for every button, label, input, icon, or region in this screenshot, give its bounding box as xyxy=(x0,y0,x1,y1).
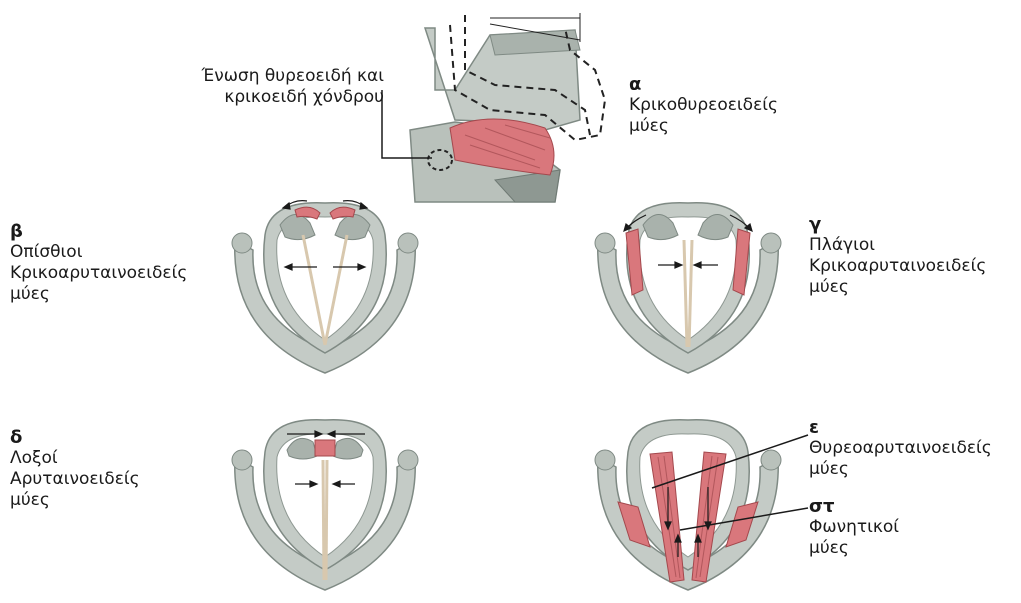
panel-beta-line-2: Κρικοαρυταινοειδείς xyxy=(10,263,187,284)
panel-alpha-line-1: Κρικοθυρεοειδείς xyxy=(629,95,778,116)
panel-gamma-line-2: Κρικοαρυταινοειδείς xyxy=(809,256,986,277)
panel-beta-line-3: μύες xyxy=(10,284,187,305)
panel-delta-line-1: Λοξοί xyxy=(10,448,140,469)
panel-st-line-2: μύες xyxy=(809,538,899,559)
panel-st-line-1: Φωνητικοί xyxy=(809,517,899,538)
figure-beta-top-view xyxy=(225,195,430,380)
panel-st-label: στ Φωνητικοί μύες xyxy=(809,497,899,559)
figure-gamma-top-view xyxy=(588,195,793,380)
panel-alpha-letter: α xyxy=(629,75,778,95)
oblique-arytenoid-muscle xyxy=(315,440,335,456)
panel-delta-label: δ Λοξοί Αρυταινοειδείς μύες xyxy=(10,428,140,511)
panel-epsilon-label: ε Θυρεοαρυταινοειδείς μύες xyxy=(809,418,992,480)
panel-st-letter: στ xyxy=(809,497,899,517)
figure-delta-top-view xyxy=(225,412,430,597)
panel-delta-line-2: Αρυταινοειδείς xyxy=(10,469,140,490)
panel-delta-line-3: μύες xyxy=(10,490,140,511)
panel-epsilon-line-1: Θυρεοαρυταινοειδείς xyxy=(809,438,992,459)
panel-gamma-label: γ Πλάγιοι Κρικοαρυταινοειδείς μύες xyxy=(809,215,986,298)
panel-epsilon-line-2: μύες xyxy=(809,459,992,480)
panel-epsilon-letter: ε xyxy=(809,418,992,438)
panel-alpha-line-2: μύες xyxy=(629,116,778,137)
junction-label: Ένωση θυρεοειδή και κρικοειδή χόνδρου xyxy=(176,66,384,108)
panel-gamma-line-3: μύες xyxy=(809,277,986,298)
junction-label-line-1: Ένωση θυρεοειδή και xyxy=(176,66,384,87)
panel-delta-letter: δ xyxy=(10,428,140,448)
panel-beta-label: β Οπίσθιοι Κρικοαρυταινοειδείς μύες xyxy=(10,222,187,305)
panel-beta-letter: β xyxy=(10,222,187,242)
panel-gamma-line-1: Πλάγιοι xyxy=(809,235,986,256)
epsilon-leader-line xyxy=(640,430,820,540)
junction-label-line-2: κρικοειδή χόνδρου xyxy=(176,87,384,108)
panel-alpha-label: α Κρικοθυρεοειδείς μύες xyxy=(629,75,778,137)
panel-gamma-letter: γ xyxy=(809,215,986,235)
panel-beta-line-1: Οπίσθιοι xyxy=(10,242,187,263)
